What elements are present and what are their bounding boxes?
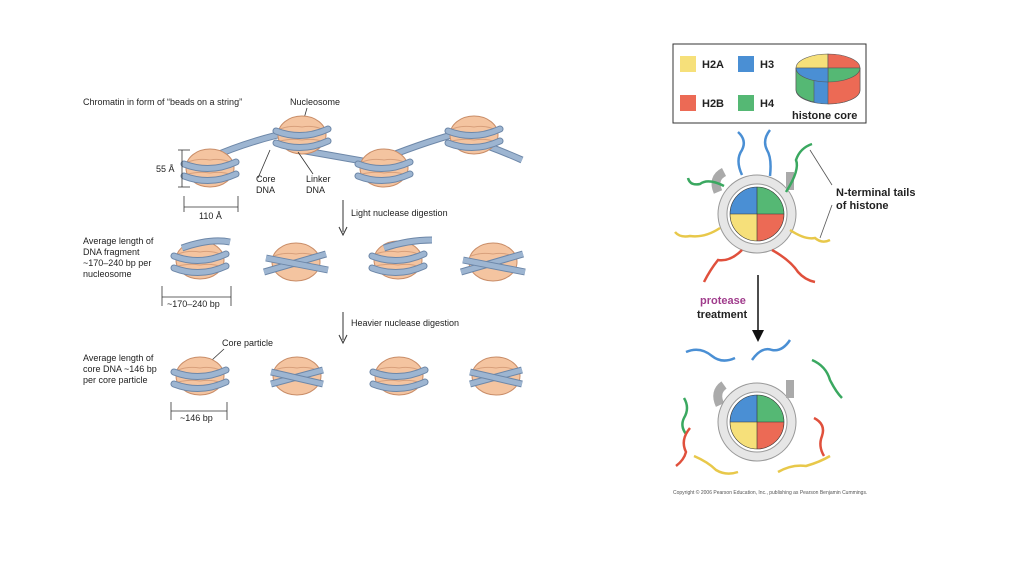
histone-core-cylinder-icon [795, 53, 861, 105]
nucleosome-with-tails [674, 129, 831, 284]
histone-core-label: histone core [792, 110, 857, 122]
cleaved-nucleosome [675, 339, 843, 475]
h2a-label: H2A [702, 59, 724, 71]
width-dimension: 110 Å [199, 211, 222, 221]
copyright-note: Copyright © 2006 Pearson Education, Inc.… [673, 489, 867, 496]
nucleosome-bead [372, 236, 433, 280]
h2b-label: H2B [702, 98, 724, 110]
core-particle [469, 356, 523, 396]
nucleosome-bead [263, 242, 329, 282]
height-dimension: 55 Å [156, 164, 175, 174]
core-particle [270, 356, 324, 396]
nucleosome-bead [184, 148, 236, 188]
left-panel: Chromatin in form of “beads on a string”… [83, 97, 526, 423]
core-particle [373, 356, 425, 396]
fragment-description: Average length of DNA fragment ~170–240 … [83, 236, 156, 279]
nucleosome-bead [174, 237, 231, 280]
h4-swatch [738, 95, 754, 111]
core-description: Average length of core DNA ~146 bp per c… [83, 353, 159, 385]
nucleosome-bead [460, 242, 526, 282]
nucleosome-label: Nucleosome [290, 97, 340, 107]
core-particle-label: Core particle [222, 338, 273, 348]
h3-label: H3 [760, 59, 774, 71]
n-terminal-tails-label: N-terminal tails of histone [836, 187, 919, 212]
h2b-swatch [680, 95, 696, 111]
light-digestion-label: Light nuclease digestion [351, 208, 448, 218]
protease-label: protease [700, 295, 746, 307]
fragment-dimension: ~170–240 bp [167, 299, 220, 309]
h2a-swatch [680, 56, 696, 72]
h4-label: H4 [760, 98, 775, 110]
core-particle [174, 356, 226, 396]
chromatin-title: Chromatin in form of “beads on a string” [83, 97, 242, 107]
treatment-label: treatment [697, 309, 747, 321]
right-panel: H2A H3 H2B H4 histone core [672, 43, 919, 496]
beads-on-string [184, 115, 524, 188]
light-digestion-products [174, 236, 526, 282]
core-dimension: ~146 bp [180, 413, 213, 423]
nucleosome-bead [276, 115, 328, 155]
core-particle-products [174, 356, 523, 396]
heavy-digestion-label: Heavier nuclease digestion [351, 318, 459, 328]
h3-swatch [738, 56, 754, 72]
